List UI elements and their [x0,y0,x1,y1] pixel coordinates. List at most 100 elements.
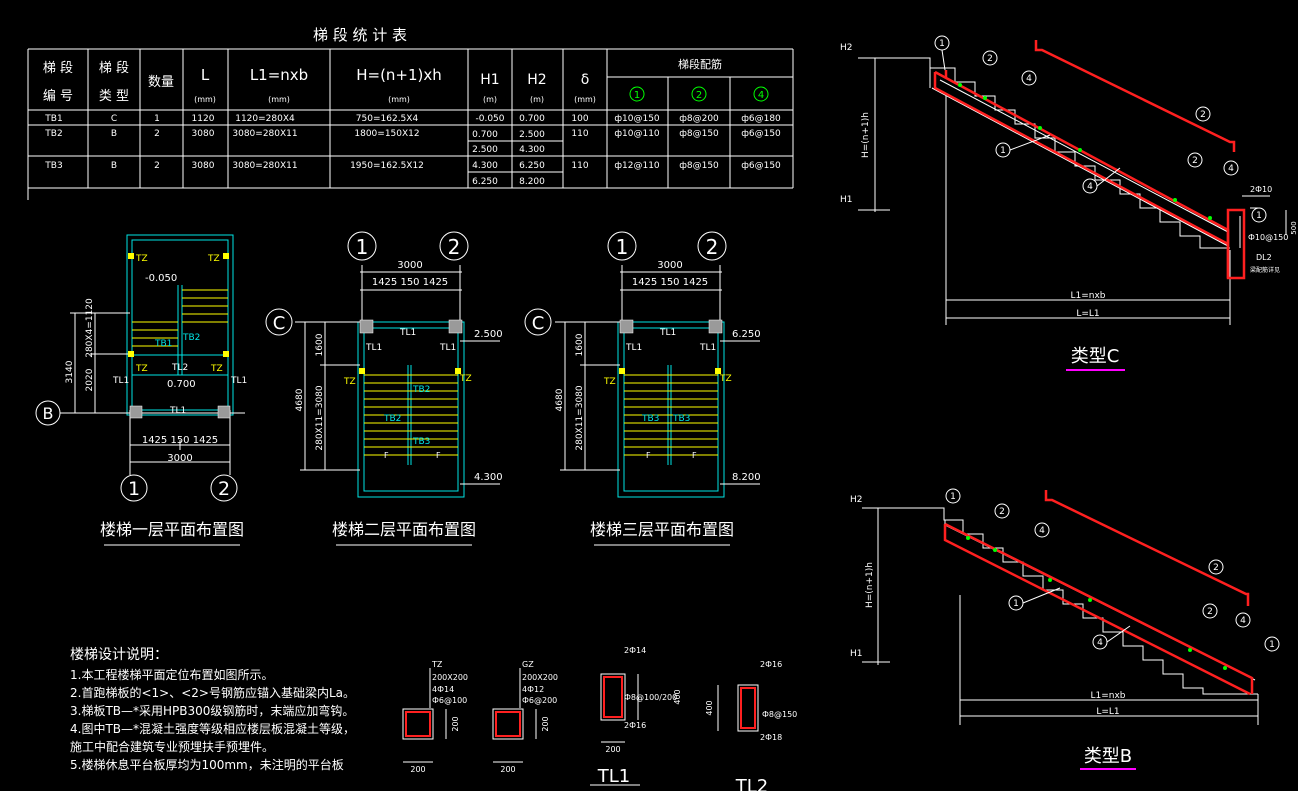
tc-c1-b: 1 [1000,146,1006,156]
hdr-r4: 4 [758,90,764,101]
tc-c2-a: 2 [987,54,993,64]
cell-r1: ф10@110 [614,129,660,139]
hdr-H1-unit: (m) [483,95,497,104]
table-title: 梯 段 统 计 表 [313,26,407,44]
p3-dim-total: 3000 [657,260,682,271]
p1-elev-b: 0.700 [167,379,196,390]
tc-dim-500: 500 [1290,221,1298,234]
tz-stir: Ф6@100 [432,696,467,705]
p1-tl1-right: TL1 [230,376,247,386]
p1-tl1-left: TL1 [112,376,129,386]
cell-id: TB2 [44,129,62,139]
p3-tl1-left: TL1 [625,343,642,353]
p2-tb-c: TB3 [412,437,430,447]
tb-c1-b: 1 [1013,599,1019,609]
p1-axis-1: 1 [128,478,140,500]
p3-mark-a: F [646,451,651,460]
cell-type: C [111,114,117,124]
cell-L: 3080 [192,161,215,171]
tl1-bot: 2Ф16 [624,721,646,730]
cell-delta: 110 [571,161,588,171]
tc-c4-c: 4 [1087,182,1093,192]
p1-tz-d: TZ [210,364,223,374]
hdr-type-bottom: 类 型 [99,89,129,104]
tb-c4-c: 4 [1097,638,1103,648]
cell-H: 1950=162.5X12 [350,161,424,171]
cell-count: 2 [154,129,160,139]
cell-L1: 1120=280X4 [235,114,295,124]
p1-dim-v-b: 280X4=1120 [85,298,95,358]
table-rows: TB1 C 1 1120 1120=280X4 750=162.5X4 -0.0… [44,114,781,187]
cell-H2a: 6.250 [519,161,545,171]
hdr-count: 数量 [148,75,174,90]
p3-dim-v-a: 1600 [575,333,585,356]
cell-H2b: 8.200 [519,177,545,187]
hdr-L1-unit: (mm) [268,95,290,104]
p2-tz-left: TZ [343,377,356,387]
p3-elev-b: 8.200 [732,472,761,483]
cell-count: 2 [154,161,160,171]
rebar-header-circles: 1 2 4 [629,86,769,102]
gz-size: 200X200 [522,673,558,682]
p2-tz-right: TZ [459,374,472,384]
tl2-height: 400 [705,700,714,715]
tb-c2-a: 2 [999,507,1005,517]
p3-dim-split: 1425 150 1425 [632,277,708,288]
p1-dim-split: 1425 150 1425 [142,435,218,446]
cell-id: TB1 [44,114,62,124]
tc-beam-note: 梁配筋详见 [1250,266,1280,274]
tb-l: L=L1 [1096,707,1119,717]
tb-c2-b: 2 [1213,563,1219,573]
p3-tl1-right: TL1 [699,343,716,353]
p2-dim-v-total: 4680 [295,388,305,411]
tl1-stir: Ф8@100/200 [624,693,677,702]
p3-axis-1: 1 [616,235,629,259]
plan-3-title: 楼梯三层平面布置图 [590,520,734,539]
cell-r1: ф10@150 [614,114,660,124]
p2-axis-left: C [273,313,286,334]
tb-h2: H2 [850,495,863,505]
tb-c4-b: 4 [1240,616,1246,626]
p3-axis-2: 2 [706,235,719,259]
p2-elev-b: 4.300 [474,472,503,483]
cell-delta: 100 [571,114,588,124]
design-notes: 楼梯设计说明： 1.本工程楼梯平面定位布置如图所示。 2.首跑梯板的<1>、<2… [70,646,400,774]
tb-c4-a: 4 [1039,526,1045,536]
p3-axis-left: C [532,313,545,334]
gz-name: GZ [522,660,534,669]
plan-1-title: 楼梯一层平面布置图 [100,520,244,539]
p3-elev-a: 6.250 [732,329,761,340]
section-details: TZ 200X200 4Ф14 Ф6@100 200 200 GZ 200X20… [402,646,797,791]
p1-tz-a: TZ [135,254,148,264]
p3-mark-b: F [692,451,697,460]
type-c-title: 类型C [1071,346,1120,367]
cell-H2b: 4.300 [519,145,545,155]
p2-mark-b: F [436,451,441,460]
p1-dim-v-total: 3140 [65,360,75,383]
gz-dim-h: 200 [541,716,550,731]
p1-tl2: TL2 [171,363,188,373]
tc-l: L=L1 [1076,309,1099,319]
note-line: 4.图中TB—*混凝土强度等级相应楼层板混凝土等级， [70,722,356,736]
p2-elev-a: 2.500 [474,329,503,340]
tz-name: TZ [431,660,443,669]
p3-tl1-top: TL1 [659,328,676,338]
hdr-H2-unit: (m) [530,95,544,104]
p1-tl1: TL1 [169,406,186,416]
tz-size: 200X200 [432,673,468,682]
cell-H: 1800=150X12 [354,129,419,139]
tc-l1: L1=nxb [1070,291,1105,301]
hdr-r2: 2 [696,90,702,101]
tc-c1-a: 1 [939,39,945,49]
tz-dim: 200 [410,765,425,774]
p2-tl1-left: TL1 [365,343,382,353]
tl2-stir: Ф8@150 [762,710,797,719]
note-line: 2.首跑梯板的<1>、<2>号钢筋应锚入基础梁内La。 [70,686,355,700]
p2-tl1-top: TL1 [399,328,416,338]
cell-type: B [111,129,117,139]
p2-dim-v-b: 280X11=3080 [315,385,325,451]
tz-bars: 4Ф14 [432,685,454,694]
cell-r4: ф6@180 [741,114,781,124]
cell-delta: 110 [571,129,588,139]
